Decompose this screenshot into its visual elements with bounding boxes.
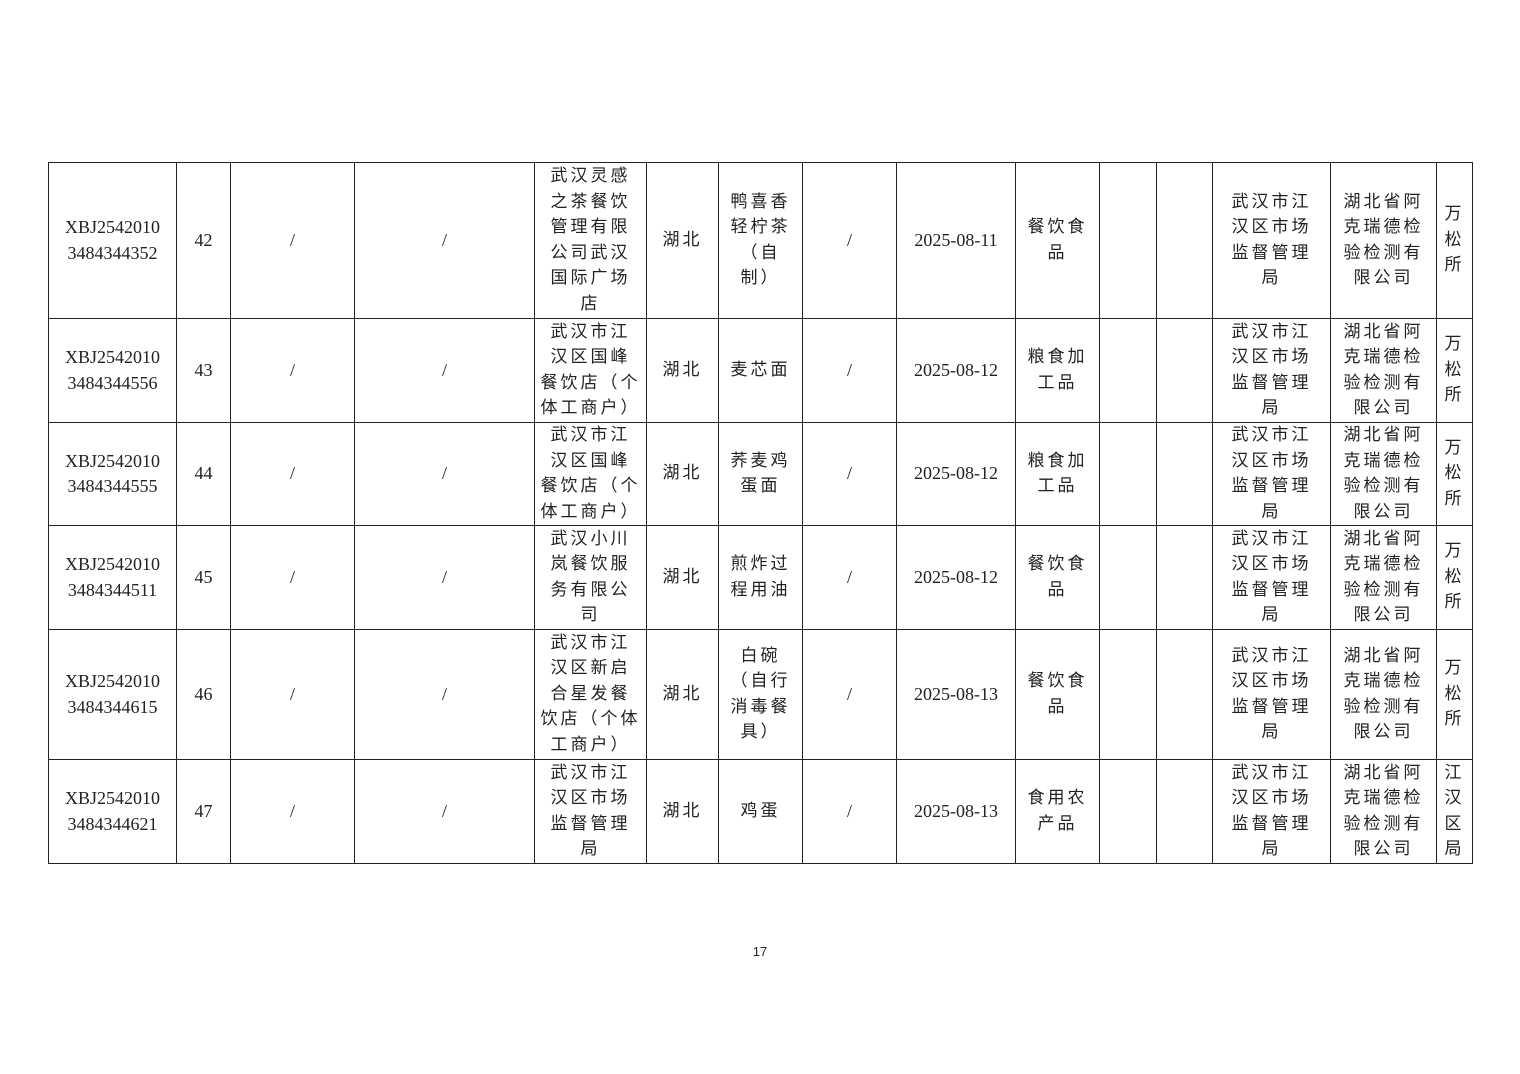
specification-cell: /: [802, 629, 897, 760]
food-category-cell: 粮食加 工品: [1015, 422, 1100, 526]
product-name-cell: 煎炸过 程用油: [718, 525, 803, 630]
province-cell: 湖北: [646, 422, 719, 526]
sampled-company-cell: 武汉市江 汉区国峰 餐饮店（个 体工商户）: [534, 318, 647, 423]
testing-lab-cell: 湖北省阿 克瑞德检 验检测有 限公司: [1330, 162, 1437, 319]
page-number: 17: [752, 944, 768, 959]
product-name-cell: 荞麦鸡 蛋面: [718, 422, 803, 526]
sampled-company-cell: 武汉市江 汉区市场 监督管理 局: [534, 759, 647, 864]
testing-lab-cell: 湖北省阿 克瑞德检 验检测有 限公司: [1330, 422, 1437, 526]
sampling-unit-cell: 万 松 所: [1436, 422, 1473, 526]
province-cell: 湖北: [646, 629, 719, 760]
province-cell: 湖北: [646, 759, 719, 864]
production-date-cell: 2025-08-12: [896, 525, 1016, 630]
food-category-cell: 餐饮食 品: [1015, 162, 1100, 319]
empty-cell-cell: [1099, 318, 1157, 423]
province-cell: 湖北: [646, 525, 719, 630]
task-agency-cell: 武汉市江 汉区市场 监督管理 局: [1212, 629, 1331, 760]
sequence-number-cell: 46: [176, 629, 231, 760]
province-cell: 湖北: [646, 162, 719, 319]
specification-cell: /: [802, 422, 897, 526]
production-date-cell: 2025-08-13: [896, 629, 1016, 760]
task-agency-cell: 武汉市江 汉区市场 监督管理 局: [1212, 759, 1331, 864]
province-cell: 湖北: [646, 318, 719, 423]
specification-cell: /: [802, 759, 897, 864]
sampled-company-cell: 武汉市江 汉区新启 合星发餐 饮店（个体 工商户）: [534, 629, 647, 760]
product-name-cell: 麦芯面: [718, 318, 803, 423]
task-agency-cell: 武汉市江 汉区市场 监督管理 局: [1212, 318, 1331, 423]
sample-code-cell: XBJ2542010 3484344555: [48, 422, 177, 526]
sampling-unit-cell: 江 汉 区 局: [1436, 759, 1473, 864]
food-category-cell: 餐饮食 品: [1015, 525, 1100, 630]
sequence-number-cell: 47: [176, 759, 231, 864]
production-date-cell: 2025-08-13: [896, 759, 1016, 864]
blank-field-cell: /: [230, 318, 355, 423]
empty-cell-cell: [1156, 759, 1213, 864]
empty-cell-cell: [1156, 525, 1213, 630]
testing-lab-cell: 湖北省阿 克瑞德检 验检测有 限公司: [1330, 318, 1437, 423]
blank-field-cell: /: [230, 759, 355, 864]
sampling-unit-cell: 万 松 所: [1436, 318, 1473, 423]
sequence-number-cell: 43: [176, 318, 231, 423]
empty-cell-cell: [1156, 629, 1213, 760]
empty-cell-cell: [1099, 525, 1157, 630]
blank-field-cell: /: [354, 162, 535, 319]
empty-cell-cell: [1156, 422, 1213, 526]
blank-field-cell: /: [354, 629, 535, 760]
blank-field-cell: /: [354, 318, 535, 423]
sample-code-cell: XBJ2542010 3484344621: [48, 759, 177, 864]
sample-code-cell: XBJ2542010 3484344511: [48, 525, 177, 630]
testing-lab-cell: 湖北省阿 克瑞德检 验检测有 限公司: [1330, 759, 1437, 864]
product-name-cell: 白碗 （自行 消毒餐 具）: [718, 629, 803, 760]
empty-cell-cell: [1099, 759, 1157, 864]
blank-field-cell: /: [354, 759, 535, 864]
sample-code-cell: XBJ2542010 3484344615: [48, 629, 177, 760]
production-date-cell: 2025-08-11: [896, 162, 1016, 319]
task-agency-cell: 武汉市江 汉区市场 监督管理 局: [1212, 162, 1331, 319]
production-date-cell: 2025-08-12: [896, 422, 1016, 526]
sampled-company-cell: 武汉灵感 之茶餐饮 管理有限 公司武汉 国际广场 店: [534, 162, 647, 319]
sequence-number-cell: 45: [176, 525, 231, 630]
product-name-cell: 鸭喜香 轻柠茶 （自 制）: [718, 162, 803, 319]
sequence-number-cell: 42: [176, 162, 231, 319]
blank-field-cell: /: [230, 422, 355, 526]
sampling-unit-cell: 万 松 所: [1436, 525, 1473, 630]
sequence-number-cell: 44: [176, 422, 231, 526]
blank-field-cell: /: [230, 629, 355, 760]
empty-cell-cell: [1099, 422, 1157, 526]
empty-cell-cell: [1156, 318, 1213, 423]
specification-cell: /: [802, 525, 897, 630]
sample-code-cell: XBJ2542010 3484344556: [48, 318, 177, 423]
sampling-unit-cell: 万 松 所: [1436, 162, 1473, 319]
food-category-cell: 粮食加 工品: [1015, 318, 1100, 423]
blank-field-cell: /: [354, 525, 535, 630]
specification-cell: /: [802, 318, 897, 423]
testing-lab-cell: 湖北省阿 克瑞德检 验检测有 限公司: [1330, 525, 1437, 630]
product-name-cell: 鸡蛋: [718, 759, 803, 864]
production-date-cell: 2025-08-12: [896, 318, 1016, 423]
blank-field-cell: /: [230, 162, 355, 319]
task-agency-cell: 武汉市江 汉区市场 监督管理 局: [1212, 525, 1331, 630]
empty-cell-cell: [1156, 162, 1213, 319]
food-category-cell: 餐饮食 品: [1015, 629, 1100, 760]
sampling-unit-cell: 万 松 所: [1436, 629, 1473, 760]
testing-lab-cell: 湖北省阿 克瑞德检 验检测有 限公司: [1330, 629, 1437, 760]
blank-field-cell: /: [354, 422, 535, 526]
task-agency-cell: 武汉市江 汉区市场 监督管理 局: [1212, 422, 1331, 526]
empty-cell-cell: [1099, 629, 1157, 760]
food-category-cell: 食用农 产品: [1015, 759, 1100, 864]
sampled-company-cell: 武汉市江 汉区国峰 餐饮店（个 体工商户）: [534, 422, 647, 526]
specification-cell: /: [802, 162, 897, 319]
blank-field-cell: /: [230, 525, 355, 630]
sample-code-cell: XBJ2542010 3484344352: [48, 162, 177, 319]
empty-cell-cell: [1099, 162, 1157, 319]
sampled-company-cell: 武汉小川 岚餐饮服 务有限公 司: [534, 525, 647, 630]
